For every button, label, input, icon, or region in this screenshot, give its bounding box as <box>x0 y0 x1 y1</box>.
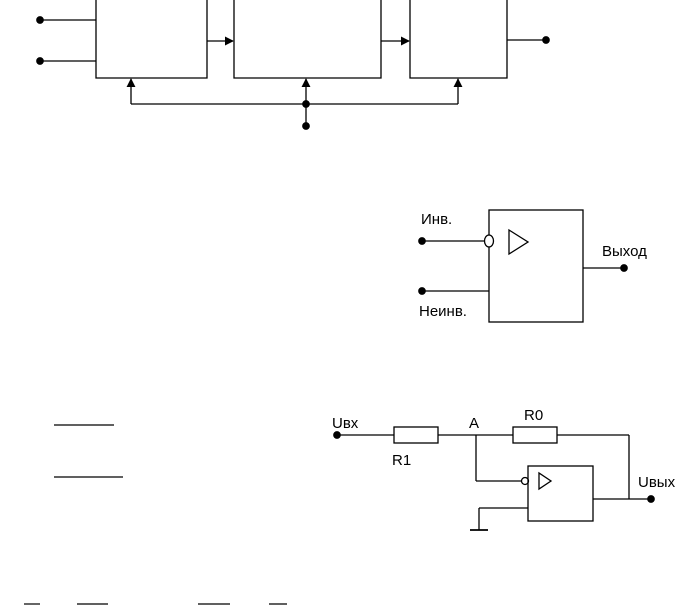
opamp-body <box>488 209 584 323</box>
opamp-symbol <box>418 209 628 323</box>
inversion-bubble <box>483 234 495 248</box>
block-diagram <box>36 0 550 130</box>
input-terminal-2 <box>36 57 44 65</box>
opamp-circuit-triangle <box>538 471 553 491</box>
resistor-r0 <box>512 426 558 444</box>
output-voltage-label: Uвых <box>638 474 676 491</box>
block-1 <box>95 0 208 79</box>
formula-fragments <box>24 424 287 605</box>
block-2 <box>233 0 382 79</box>
node-a-label: A <box>469 415 479 432</box>
noninverting-input-terminal <box>418 287 426 295</box>
noninverting-input-label: Неинв. <box>419 303 467 320</box>
resistor-r1 <box>393 426 439 444</box>
opamp-circuit-body <box>527 465 594 522</box>
output-terminal <box>542 36 550 44</box>
r0-label: R0 <box>524 407 543 424</box>
input-voltage-label: Uвх <box>332 415 359 432</box>
output-label: Выход <box>602 243 647 260</box>
input-terminal-1 <box>36 16 44 24</box>
inverting-input-terminal <box>418 237 426 245</box>
input-terminal <box>333 431 341 439</box>
opamp-triangle <box>508 228 530 256</box>
inverting-amplifier-circuit <box>333 426 655 531</box>
output-terminal-circuit <box>647 495 655 503</box>
inverting-input-label: Инв. <box>421 211 452 228</box>
bus-terminal <box>302 122 310 130</box>
opamp-output-terminal <box>620 264 628 272</box>
block-3 <box>409 0 508 79</box>
r1-label: R1 <box>392 452 411 469</box>
